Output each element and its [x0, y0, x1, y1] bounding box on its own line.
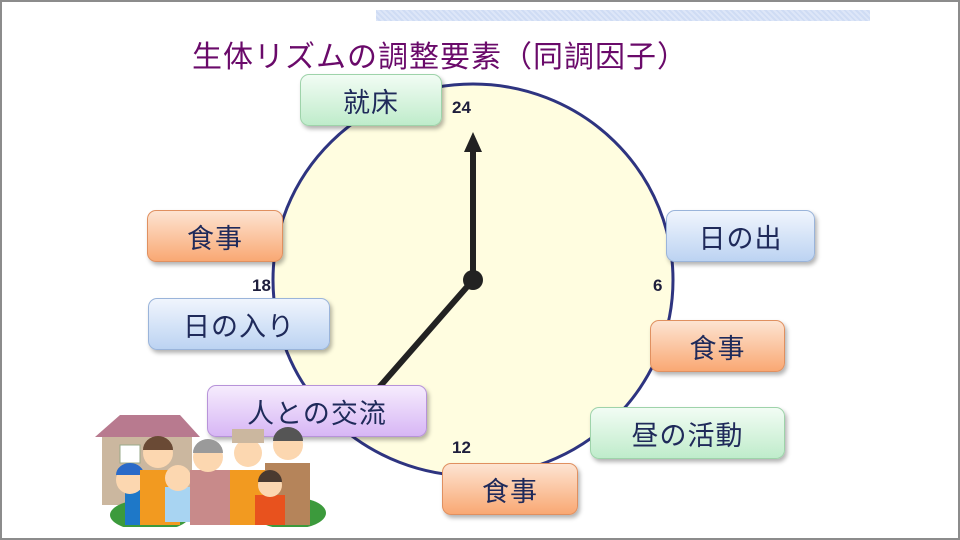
clock-label-18: 18 [252, 276, 271, 295]
clock-label-6: 6 [653, 276, 663, 295]
factor-bedtime: 就床 [300, 74, 442, 126]
factor-social-interaction: 人との交流 [207, 385, 427, 437]
clock-label-12: 12 [452, 438, 471, 457]
factor-sunrise: 日の出 [666, 210, 815, 262]
clock-label-24: 24 [452, 98, 471, 117]
factor-sunset: 日の入り [148, 298, 330, 350]
factor-daytime-activity: 昼の活動 [590, 407, 785, 459]
factor-lunch: 食事 [442, 463, 578, 515]
clock-center [463, 270, 483, 290]
slide-title: 生体リズムの調整要素（同調因子） [192, 40, 688, 75]
factor-breakfast: 食事 [650, 320, 785, 372]
header-band [376, 10, 870, 21]
factor-dinner: 食事 [147, 210, 283, 262]
hour-hand-arrow-icon [464, 132, 482, 152]
minute-hand [372, 278, 476, 394]
family-icon [95, 415, 326, 527]
